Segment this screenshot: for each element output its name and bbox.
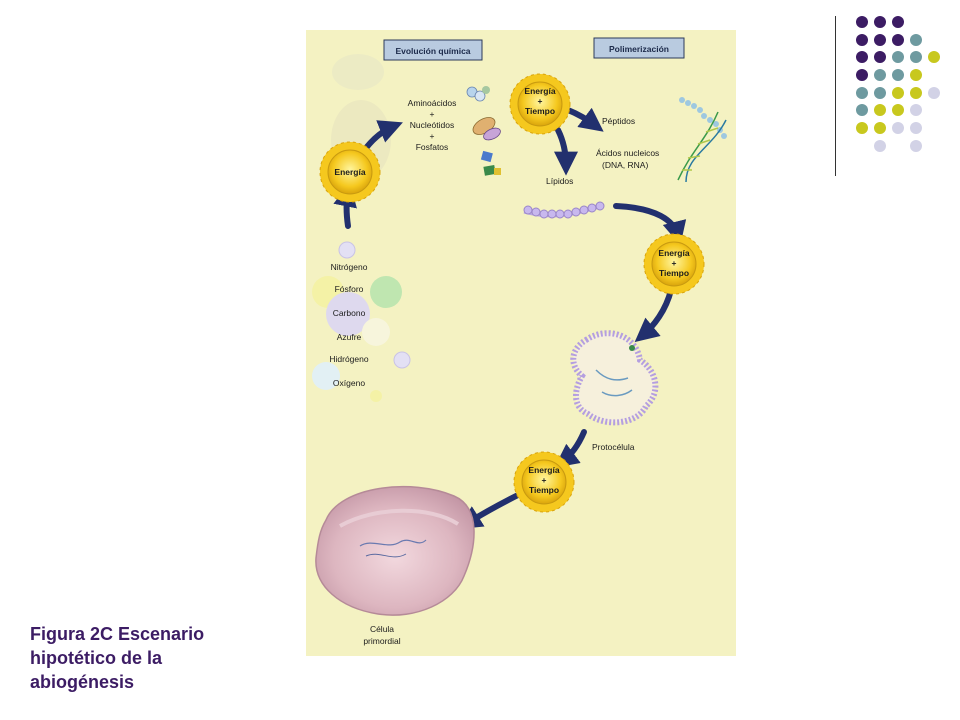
caption-line-3: abiogénesis	[30, 672, 135, 692]
molecule-icons	[466, 86, 501, 176]
sun-right-plus: +	[672, 258, 677, 268]
dot-grid-row-4	[856, 69, 922, 81]
lipid-chain-icon	[523, 201, 605, 219]
element-bubbles	[312, 241, 411, 402]
element-sulfur: Azufre	[337, 332, 362, 342]
dot-grid-row-7	[856, 122, 922, 134]
header-chemical-evolution: Evolución química	[383, 39, 483, 61]
abiogenesis-figure: Evolución química Polimerización Energía…	[306, 30, 736, 656]
monomer-plus-2: +	[430, 131, 435, 141]
dot-grid-row-5	[856, 87, 940, 99]
abiogenesis-diagram: Evolución química Polimerización Energía…	[306, 30, 736, 656]
caption-line-2: hipotético de la	[30, 648, 163, 668]
primordial-cell-label-2: primordial	[363, 636, 400, 646]
protocell-icon	[570, 330, 659, 426]
dna-helix-icon	[677, 111, 727, 183]
dot-grid-row-1	[856, 16, 904, 28]
peptide-chain-icon	[679, 97, 727, 139]
monomers-label-group: Aminoácidos + Nucleótidos + Fosfatos	[408, 98, 457, 152]
product-nucleic-acids: Ácidos nucleicos	[596, 148, 659, 158]
element-hydrogen: Hidrógeno	[329, 354, 368, 364]
energy-time-sun-right: Energía + Tiempo	[643, 233, 705, 295]
monomer-phosphates: Fosfatos	[416, 142, 449, 152]
primordial-cell-label-1: Célula	[370, 624, 394, 634]
sun-bottom-plus: +	[542, 475, 547, 485]
products-label-group: Péptidos Ácidos nucleicos (DNA, RNA) Líp…	[546, 116, 659, 186]
arrow-energy-to-protocell	[634, 287, 674, 343]
sun-top-plus: +	[538, 96, 543, 106]
element-oxygen: Oxígeno	[333, 378, 365, 388]
dot-grid-row-8	[874, 140, 922, 152]
product-dna-rna: (DNA, RNA)	[602, 160, 648, 170]
element-phosphorus: Fósforo	[335, 284, 364, 294]
protocell-label: Protocélula	[592, 442, 635, 452]
element-list: Nitrógeno Fósforo Carbono Azufre Hidróge…	[329, 262, 368, 388]
dot-grid-row-6	[856, 104, 922, 116]
sun-top-energy-label: Energía	[524, 86, 555, 96]
arrow-energy-to-monomers	[363, 120, 403, 151]
sun-top-time-label: Tiempo	[525, 106, 555, 116]
monomer-amino-acids: Aminoácidos	[408, 98, 457, 108]
dot-grid-row-3	[856, 51, 940, 63]
caption-line-1: Figura 2C Escenario	[30, 624, 205, 644]
primordial-cell-icon	[315, 486, 475, 616]
monomer-plus-1: +	[430, 109, 435, 119]
arrow-to-peptides	[565, 107, 604, 132]
sun-right-energy-label: Energía	[658, 248, 689, 258]
element-nitrogen: Nitrógeno	[331, 262, 368, 272]
energy-sun-left: Energía	[319, 141, 381, 203]
arrow-lipids-to-energy	[613, 203, 687, 246]
arrow-to-lipids	[553, 127, 578, 176]
element-carbon: Carbono	[333, 308, 366, 318]
divider-line	[835, 16, 836, 176]
sun-left-energy-label: Energía	[334, 167, 365, 177]
energy-time-sun-bottom: Energía + Tiempo	[513, 451, 575, 513]
header-polymer-label: Polimerización	[609, 44, 669, 54]
background-blob	[332, 54, 384, 90]
figure-caption: Figura 2C Escenario hipotético de la abi…	[30, 622, 280, 694]
sun-bottom-time-label: Tiempo	[529, 485, 559, 495]
dot-grid-row-2	[856, 34, 922, 46]
sun-bottom-energy-label: Energía	[528, 465, 559, 475]
sun-right-time-label: Tiempo	[659, 268, 689, 278]
product-lipids: Lípidos	[546, 176, 573, 186]
header-chemical-label: Evolución química	[395, 46, 470, 56]
header-polymerization: Polimerización	[593, 37, 685, 59]
energy-time-sun-top: Energía + Tiempo	[509, 73, 571, 135]
monomer-nucleotides: Nucleótidos	[410, 120, 454, 130]
product-peptides: Péptidos	[602, 116, 635, 126]
